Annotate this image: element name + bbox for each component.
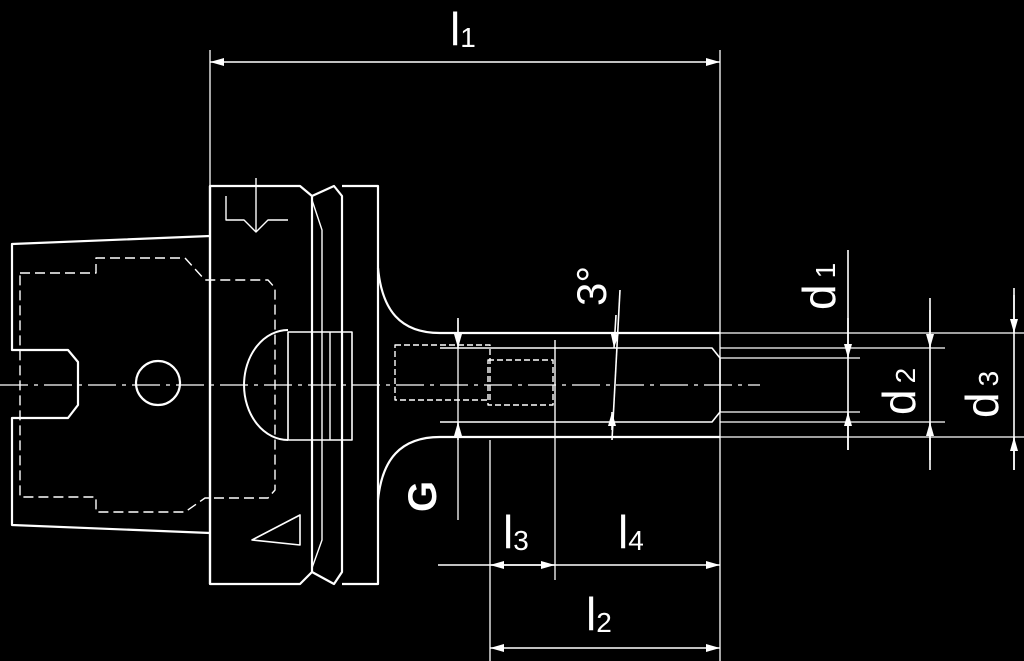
label-d1: d1: [793, 263, 845, 310]
svg-text:3°: 3°: [568, 266, 615, 306]
dimension-lines: [210, 58, 1018, 652]
svg-text:d1: d1: [793, 263, 845, 310]
label-angle: 3°: [568, 266, 615, 306]
svg-text:G: G: [401, 481, 445, 512]
label-l3: l3: [503, 506, 529, 558]
label-thread-g: G: [401, 481, 445, 512]
svg-text:d2: d2: [873, 368, 925, 415]
label-d2: d2: [873, 368, 925, 415]
svg-text:d3: d3: [956, 371, 1008, 418]
label-l2: l2: [586, 588, 612, 640]
label-l1: l1: [450, 3, 476, 55]
extension-lines: [209, 50, 1024, 661]
cross-hole: [134, 359, 182, 407]
label-d3: d3: [956, 371, 1008, 418]
label-l4: l4: [618, 506, 644, 558]
